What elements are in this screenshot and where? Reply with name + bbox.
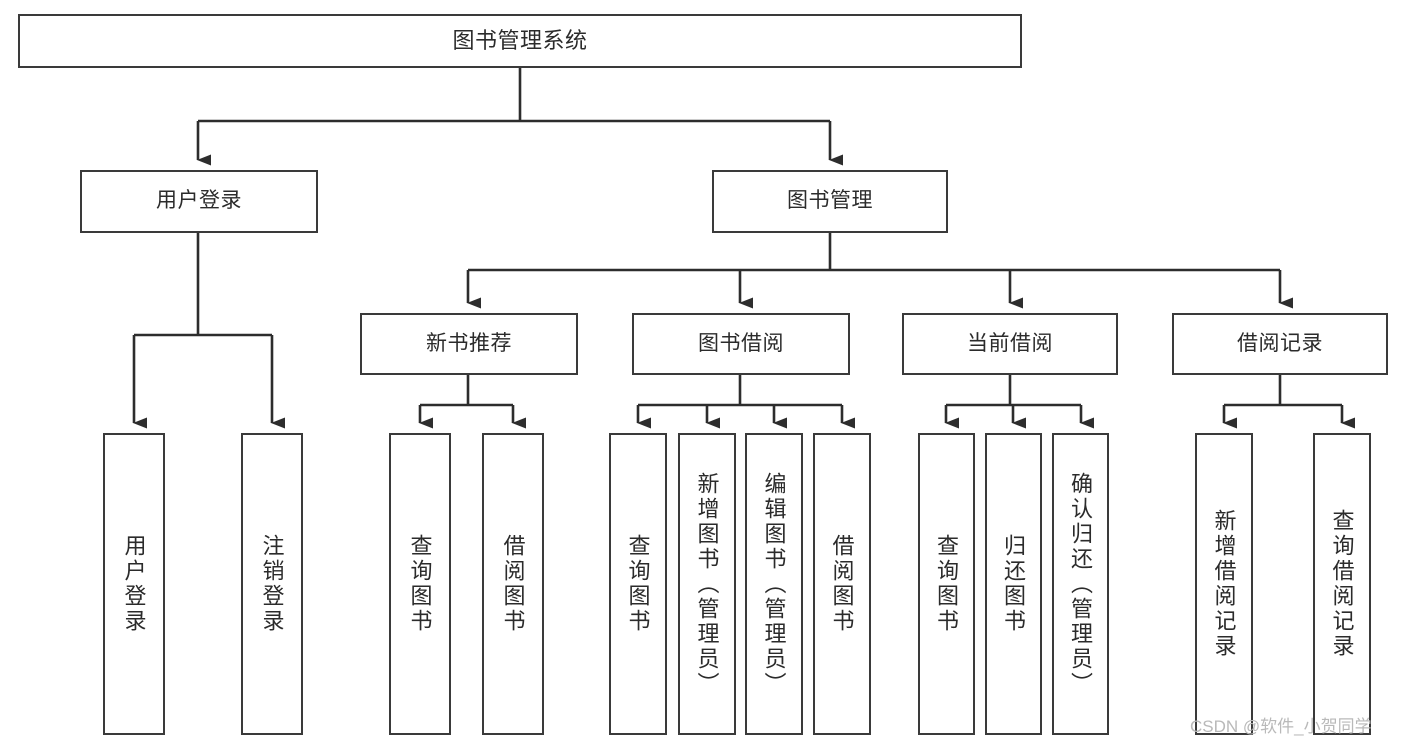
node-book-borrow[interactable]: 图书借阅 xyxy=(632,313,850,375)
node-leaf-borrow-book-rec-label: 借阅图书 xyxy=(500,534,526,634)
node-leaf-add-record[interactable]: 新增借阅记录 xyxy=(1195,433,1253,735)
node-new-book-rec[interactable]: 新书推荐 xyxy=(360,313,578,375)
current-borrow-to-leaf-edges xyxy=(944,375,1094,429)
node-book-manage[interactable]: 图书管理 xyxy=(712,170,948,233)
node-book-borrow-label: 图书借阅 xyxy=(698,331,784,355)
node-leaf-user-login-label: 用户登录 xyxy=(121,534,147,634)
node-leaf-confirm-return[interactable]: 确认归还（管理员） xyxy=(1052,433,1109,735)
node-leaf-query-book-label: 查询图书 xyxy=(625,534,651,634)
node-leaf-add-book[interactable]: 新增图书（管理员） xyxy=(678,433,736,735)
watermark-text: CSDN @软件_小贺同学 xyxy=(1190,717,1372,736)
node-leaf-edit-book-label: 编辑图书（管理员） xyxy=(761,471,787,697)
node-leaf-query-book-rec[interactable]: 查询图书 xyxy=(389,433,451,735)
node-borrow-record[interactable]: 借阅记录 xyxy=(1172,313,1388,375)
node-current-borrow[interactable]: 当前借阅 xyxy=(902,313,1118,375)
node-leaf-borrow-book-rec[interactable]: 借阅图书 xyxy=(482,433,544,735)
node-leaf-user-login[interactable]: 用户登录 xyxy=(103,433,165,735)
node-leaf-confirm-return-label: 确认归还（管理员） xyxy=(1068,471,1094,697)
node-leaf-return-book-label: 归还图书 xyxy=(1001,534,1027,634)
node-user-login-label: 用户登录 xyxy=(156,189,242,213)
node-root[interactable]: 图书管理系统 xyxy=(18,14,1022,68)
node-leaf-query-book-cur[interactable]: 查询图书 xyxy=(918,433,975,735)
node-leaf-borrow-book[interactable]: 借阅图书 xyxy=(813,433,871,735)
node-leaf-query-book-cur-label: 查询图书 xyxy=(934,534,960,634)
new-book-rec-to-leaf-edges xyxy=(418,375,526,429)
node-user-login[interactable]: 用户登录 xyxy=(80,170,318,233)
node-leaf-query-book[interactable]: 查询图书 xyxy=(609,433,667,735)
node-current-borrow-label: 当前借阅 xyxy=(967,331,1053,355)
node-leaf-logout-label: 注销登录 xyxy=(259,534,285,634)
book-manage-to-level3-edges xyxy=(466,233,1293,309)
node-borrow-record-label: 借阅记录 xyxy=(1237,331,1323,355)
node-book-manage-label: 图书管理 xyxy=(787,189,873,213)
node-leaf-edit-book[interactable]: 编辑图书（管理员） xyxy=(745,433,803,735)
borrow-record-to-leaf-edges xyxy=(1222,375,1355,429)
node-leaf-add-book-label: 新增图书（管理员） xyxy=(694,471,720,697)
node-leaf-query-record[interactable]: 查询借阅记录 xyxy=(1313,433,1371,735)
node-leaf-add-record-label: 新增借阅记录 xyxy=(1211,509,1237,659)
book-borrow-to-leaf-edges xyxy=(636,375,855,429)
node-root-label: 图书管理系统 xyxy=(452,28,588,54)
node-leaf-query-book-rec-label: 查询图书 xyxy=(407,534,433,634)
user-login-to-leaf-edges xyxy=(132,233,285,429)
node-leaf-return-book[interactable]: 归还图书 xyxy=(985,433,1042,735)
node-new-book-rec-label: 新书推荐 xyxy=(426,331,512,355)
node-leaf-query-record-label: 查询借阅记录 xyxy=(1329,509,1355,659)
node-leaf-borrow-book-label: 借阅图书 xyxy=(829,534,855,634)
node-leaf-logout[interactable]: 注销登录 xyxy=(241,433,303,735)
root-to-level2-edges xyxy=(196,68,843,166)
